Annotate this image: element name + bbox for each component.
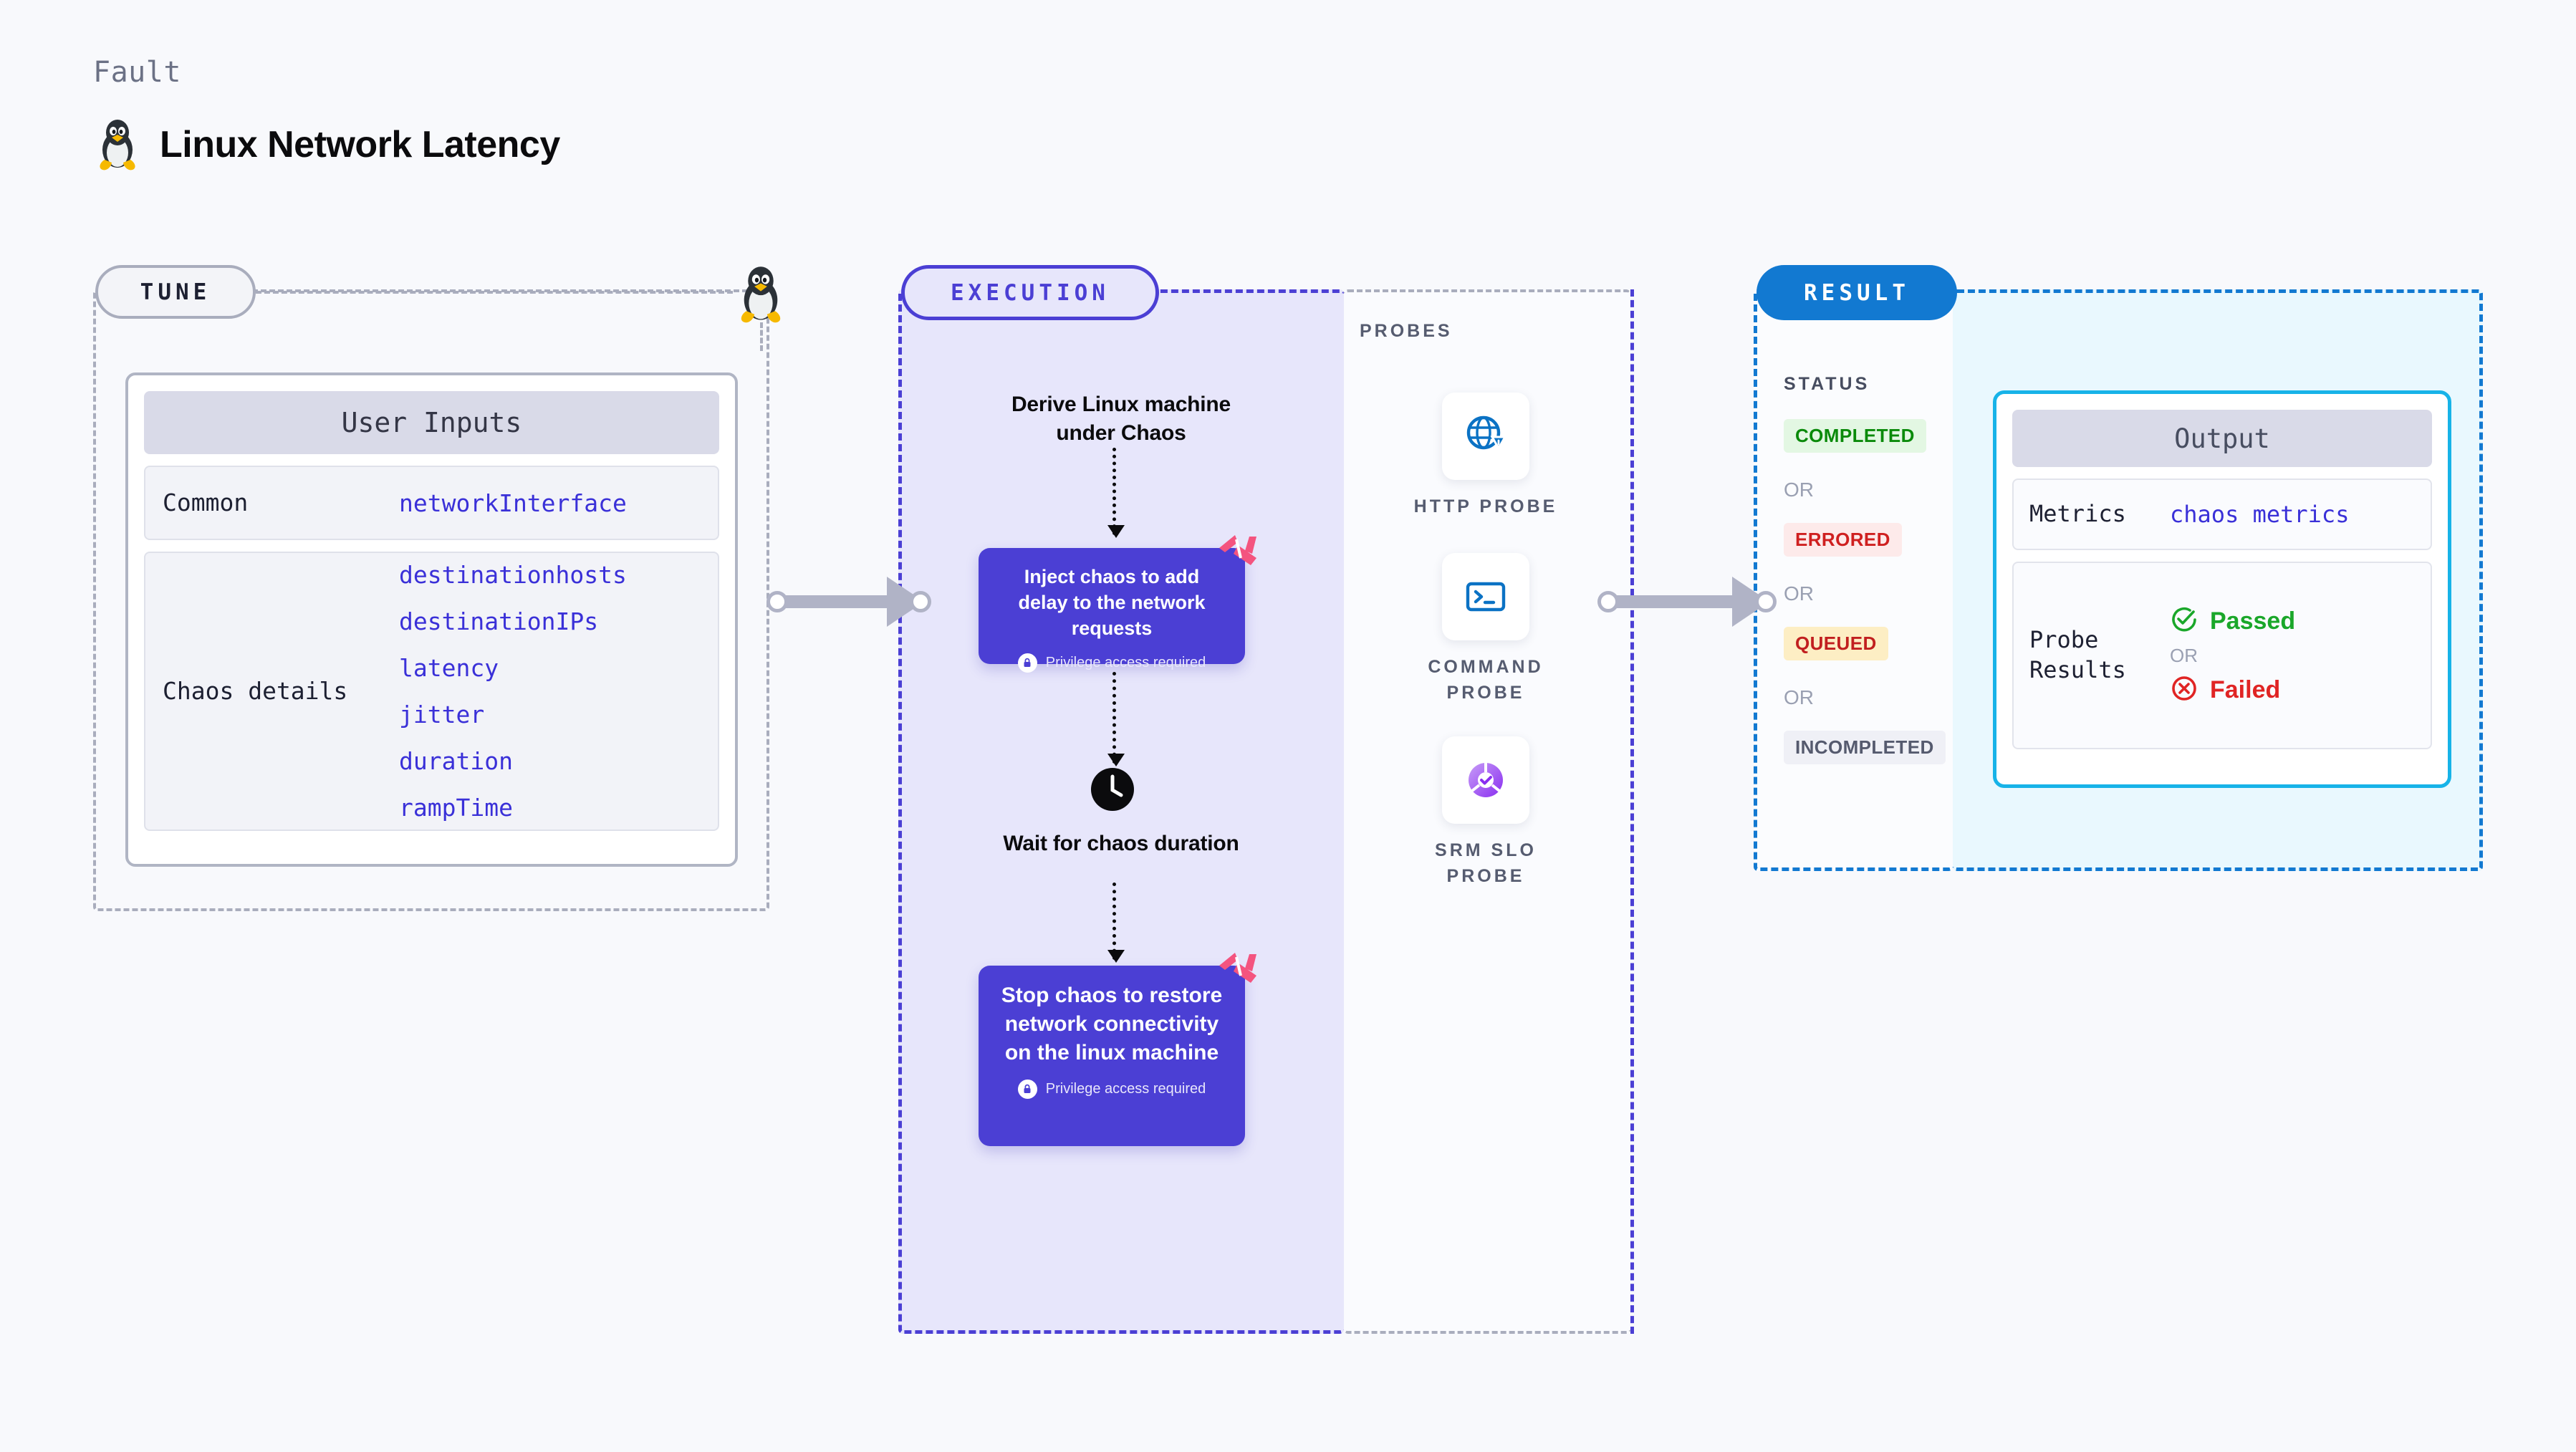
check-circle-icon bbox=[2170, 605, 2198, 638]
or-label: OR bbox=[1784, 686, 1814, 708]
execution-step-title: Wait for chaos duration bbox=[1003, 832, 1239, 855]
or-label: OR bbox=[1784, 479, 1814, 501]
terminal-icon bbox=[1442, 553, 1529, 640]
privilege-note: Privilege access required bbox=[997, 1079, 1226, 1099]
output-card: Output Metrics chaos metrics Probe Resul… bbox=[1993, 390, 2451, 788]
connector-execution-to-result bbox=[1597, 577, 1777, 627]
section-values: networkInterface bbox=[399, 489, 627, 517]
linux-tux-icon bbox=[95, 118, 140, 171]
status-section-label: STATUS bbox=[1784, 374, 1870, 394]
metrics-key: Metrics bbox=[2029, 500, 2126, 528]
probe-item-srm-slo[interactable]: SRM SLO PROBE bbox=[1393, 736, 1579, 889]
input-param[interactable]: networkInterface bbox=[399, 489, 627, 517]
or-label: OR bbox=[2170, 644, 2198, 666]
user-inputs-section-common: Common networkInterface bbox=[144, 466, 719, 540]
user-inputs-card: User Inputs Common networkInterface Chao… bbox=[125, 372, 738, 867]
execution-stage-badge[interactable]: EXECUTION bbox=[901, 265, 1159, 320]
result-stage-badge[interactable]: RESULT bbox=[1756, 265, 1957, 320]
result-stage-container bbox=[1754, 289, 1953, 871]
output-section-metrics: Metrics chaos metrics bbox=[2012, 479, 2432, 550]
privilege-note: Privilege access required bbox=[997, 653, 1226, 673]
flow-arrow-down bbox=[1107, 883, 1125, 963]
section-values: destinationhosts destinationIPs latency … bbox=[399, 561, 627, 822]
page-title-row: Linux Network Latency bbox=[95, 118, 560, 171]
status-badge-errored: ERRORED bbox=[1784, 523, 1902, 557]
input-param[interactable]: latency bbox=[399, 654, 499, 682]
action-label: Inject chaos to add delay to the network… bbox=[1018, 566, 1206, 640]
probe-label: COMMAND PROBE bbox=[1428, 657, 1544, 703]
status-badge-queued: QUEUED bbox=[1784, 627, 1888, 660]
tune-stage-badge[interactable]: TUNE bbox=[95, 265, 256, 319]
action-label: Stop chaos to restore network connectivi… bbox=[1001, 984, 1223, 1065]
probe-results-values: Passed OR Failed bbox=[2170, 605, 2295, 706]
page-title: Linux Network Latency bbox=[160, 124, 560, 165]
execution-step-title: Derive Linux machine under Chaos bbox=[1011, 393, 1231, 445]
lock-icon bbox=[1017, 653, 1037, 673]
clock-icon bbox=[1090, 766, 1135, 812]
execution-action-inject-chaos[interactable]: Inject chaos to add delay to the network… bbox=[979, 535, 1256, 673]
page-kicker: Fault bbox=[93, 56, 181, 89]
passed-label: Passed bbox=[2210, 607, 2296, 635]
input-param[interactable]: destinationIPs bbox=[399, 607, 599, 635]
flow-arrow-down bbox=[1107, 448, 1125, 538]
flow-arrow-down bbox=[1107, 672, 1125, 766]
execution-stage-right-edge bbox=[1630, 289, 1634, 1334]
probe-result-failed: Failed bbox=[2170, 674, 2295, 706]
globe-warning-icon bbox=[1442, 393, 1529, 480]
tune-dashed-drop bbox=[760, 322, 763, 351]
probe-label: SRM SLO PROBE bbox=[1435, 840, 1537, 886]
close-circle-icon bbox=[2170, 674, 2198, 706]
output-heading: Output bbox=[2012, 410, 2432, 467]
user-inputs-heading: User Inputs bbox=[144, 391, 719, 454]
harness-icon bbox=[1216, 950, 1259, 991]
probe-item-http[interactable]: HTTP PROBE bbox=[1393, 393, 1579, 520]
probe-result-passed: Passed bbox=[2170, 605, 2295, 638]
input-param[interactable]: rampTime bbox=[399, 794, 513, 822]
connector-tune-to-execution bbox=[766, 577, 931, 627]
user-inputs-section-chaos-details: Chaos details destinationhosts destinati… bbox=[144, 552, 719, 831]
input-param[interactable]: duration bbox=[399, 747, 513, 775]
input-param[interactable]: jitter bbox=[399, 701, 485, 729]
input-param[interactable]: destinationhosts bbox=[399, 561, 627, 589]
privilege-label: Privilege access required bbox=[1045, 1080, 1206, 1097]
probe-label: HTTP PROBE bbox=[1413, 496, 1558, 516]
probes-section-label: PROBES bbox=[1360, 321, 1453, 341]
probe-results-key: Probe Results bbox=[2029, 626, 2126, 683]
harness-icon bbox=[1216, 532, 1259, 574]
lock-icon bbox=[1017, 1079, 1037, 1099]
status-badge-incompleted: INCOMPLETED bbox=[1784, 731, 1946, 764]
status-badge-completed: COMPLETED bbox=[1784, 419, 1926, 453]
linux-tux-icon bbox=[733, 265, 789, 324]
privilege-label: Privilege access required bbox=[1045, 654, 1206, 670]
metrics-value[interactable]: chaos metrics bbox=[2170, 501, 2350, 528]
probe-item-command[interactable]: COMMAND PROBE bbox=[1393, 553, 1579, 706]
output-section-probe-results: Probe Results Passed OR bbox=[2012, 562, 2432, 749]
failed-label: Failed bbox=[2210, 675, 2281, 703]
tune-dashed-connector bbox=[256, 291, 733, 294]
or-label: OR bbox=[1784, 582, 1814, 605]
srm-slo-donut-icon bbox=[1442, 736, 1529, 824]
execution-action-stop-chaos[interactable]: Stop chaos to restore network connectivi… bbox=[979, 953, 1256, 1146]
section-label: Chaos details bbox=[163, 677, 348, 706]
execution-stage-container bbox=[898, 289, 1344, 1334]
section-label: Common bbox=[163, 489, 249, 517]
